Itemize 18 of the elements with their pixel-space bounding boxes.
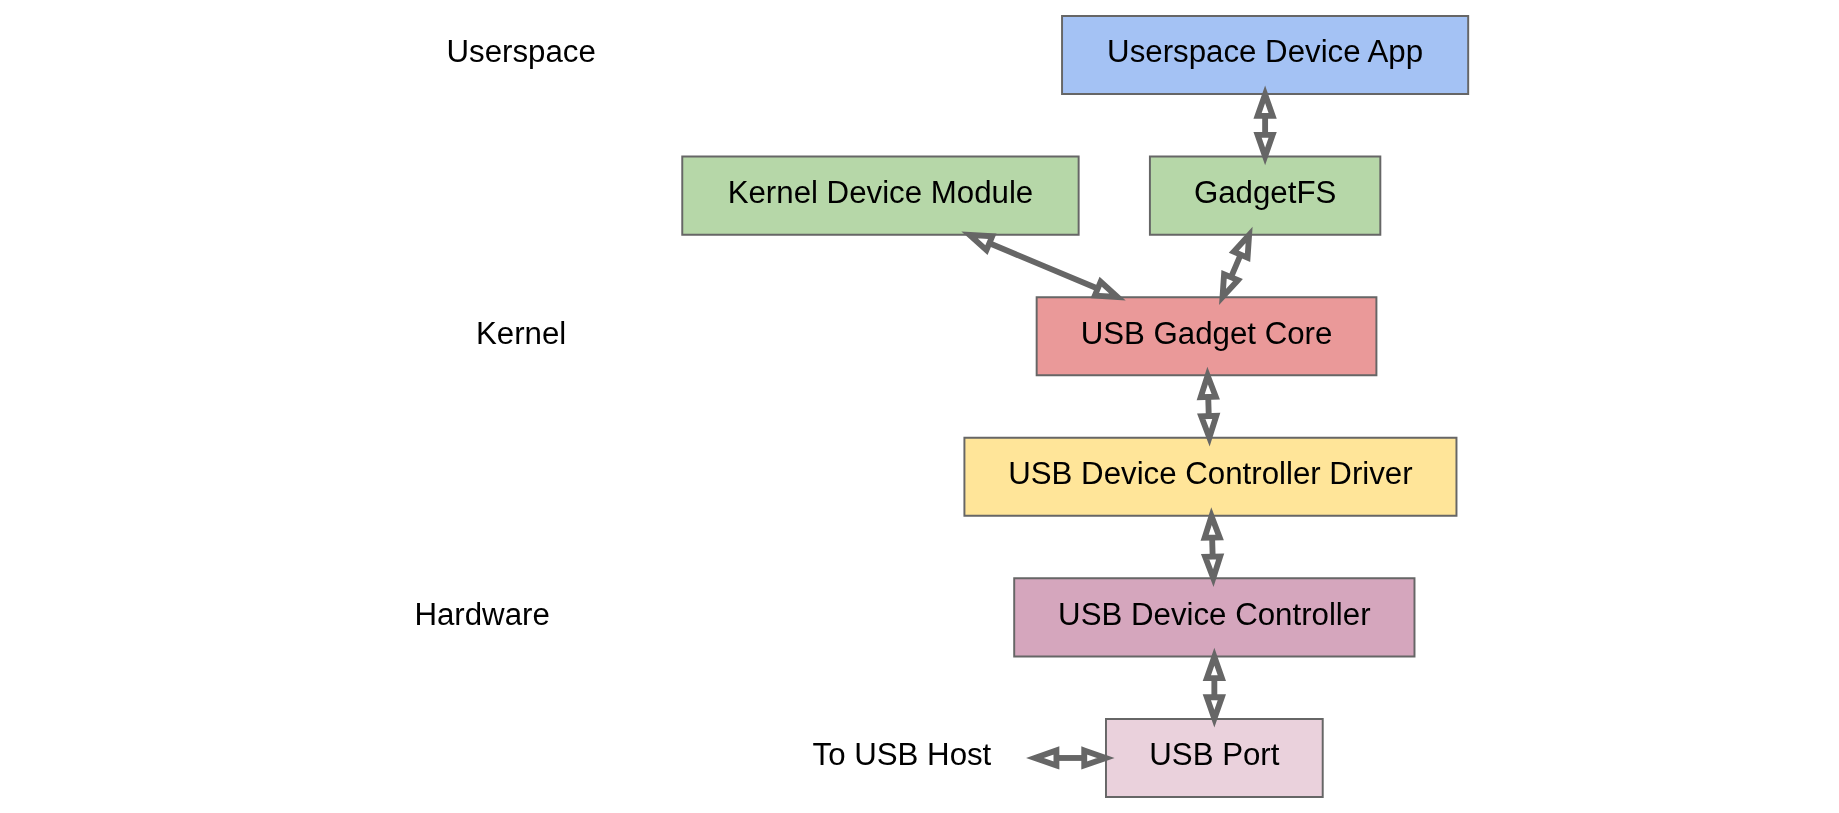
node-box: USB Port [1105, 717, 1324, 798]
arrow [1219, 226, 1253, 306]
arrow [1202, 647, 1226, 728]
node-box: USB Gadget Core [1035, 296, 1378, 377]
node-box: USB Device Controller Driver [963, 436, 1458, 517]
node-box: Kernel Device Module [681, 155, 1080, 236]
node-text: To USB Host [812, 737, 992, 773]
node-box: Userspace Device App [1061, 15, 1470, 96]
label: Userspace [446, 34, 596, 70]
label: Hardware [414, 596, 550, 632]
arrow [1026, 746, 1115, 770]
node-box: GadgetFS [1148, 155, 1382, 236]
arrow [1200, 507, 1225, 587]
label: Kernel [476, 315, 567, 351]
arrow [1196, 366, 1221, 447]
node-box: USB Device Controller [1013, 577, 1416, 658]
arrow [961, 231, 1126, 301]
arrow [1253, 85, 1277, 166]
